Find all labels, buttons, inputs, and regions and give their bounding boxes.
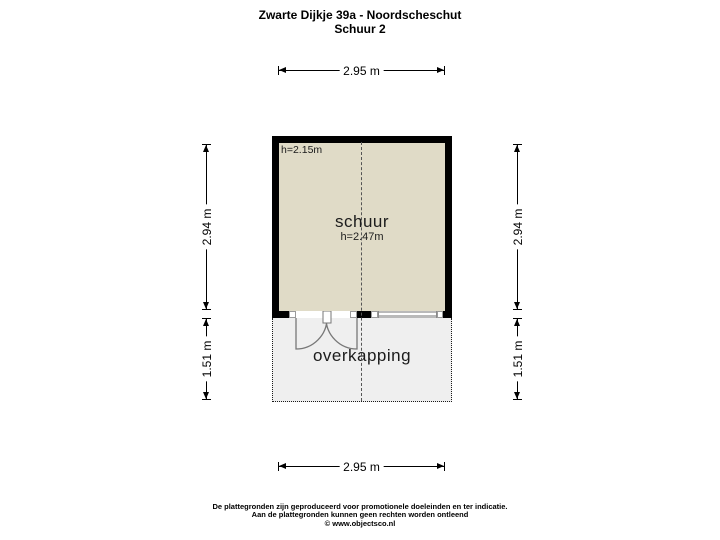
- arrow-up-icon: [514, 319, 520, 326]
- page-subtitle: Schuur 2: [334, 22, 386, 36]
- dimension-label: 1.51 m: [200, 336, 214, 382]
- double-door-icon: [295, 311, 358, 350]
- schuur-height-label: h=2.47m: [340, 231, 384, 243]
- arrow-left-icon: [279, 463, 286, 469]
- window-jamb-left: [371, 311, 378, 318]
- arrow-right-icon: [437, 67, 444, 73]
- dimension-label: 2.95 m: [339, 460, 384, 474]
- copyright-line: © www.objectsco.nl: [324, 518, 396, 528]
- dimension-left-upper: 2.94 m: [200, 144, 214, 310]
- center-dashed-line: [361, 142, 362, 401]
- door-jamb-left: [289, 311, 296, 318]
- arrow-down-icon: [514, 392, 520, 399]
- window-jamb-right: [437, 311, 443, 318]
- dimension-label: 2.95 m: [339, 64, 384, 78]
- dimension-right-upper: 2.94 m: [511, 144, 525, 310]
- arrow-down-icon: [203, 392, 209, 399]
- dimension-label: 1.51 m: [511, 336, 525, 382]
- schuur-corner-height-label: h=2.15m: [281, 144, 323, 156]
- page-title: Zwarte Dijkje 39a - Noordscheschut: [258, 8, 462, 22]
- schuur-room-name: schuur: [334, 212, 390, 231]
- arrow-left-icon: [279, 67, 286, 73]
- arrow-down-icon: [514, 302, 520, 309]
- dimension-bottom-width: 2.95 m: [278, 460, 445, 474]
- schuur-label-block: schuur h=2.47m: [279, 213, 445, 244]
- arrow-up-icon: [514, 145, 520, 152]
- disclaimer-line-1: De plattegronden zijn geproduceerd voor …: [212, 501, 508, 511]
- dimension-left-lower: 1.51 m: [200, 318, 214, 400]
- arrow-right-icon: [437, 463, 444, 469]
- disclaimer-line-2: Aan de plattegronden kunnen geen rechten…: [251, 510, 469, 519]
- dimension-right-lower: 1.51 m: [511, 318, 525, 400]
- dimension-label: 2.94 m: [511, 204, 525, 250]
- room-schuur: h=2.15m schuur h=2.47m: [272, 136, 452, 318]
- arrow-down-icon: [203, 302, 209, 309]
- arrow-up-icon: [203, 319, 209, 326]
- window: [378, 311, 437, 318]
- dimension-label: 2.94 m: [200, 204, 214, 250]
- door-jamb-right: [350, 311, 357, 318]
- footer-disclaimer: De plattegronden zijn geproduceerd voor …: [0, 501, 720, 529]
- arrow-up-icon: [203, 145, 209, 152]
- dimension-top-width: 2.95 m: [278, 64, 445, 78]
